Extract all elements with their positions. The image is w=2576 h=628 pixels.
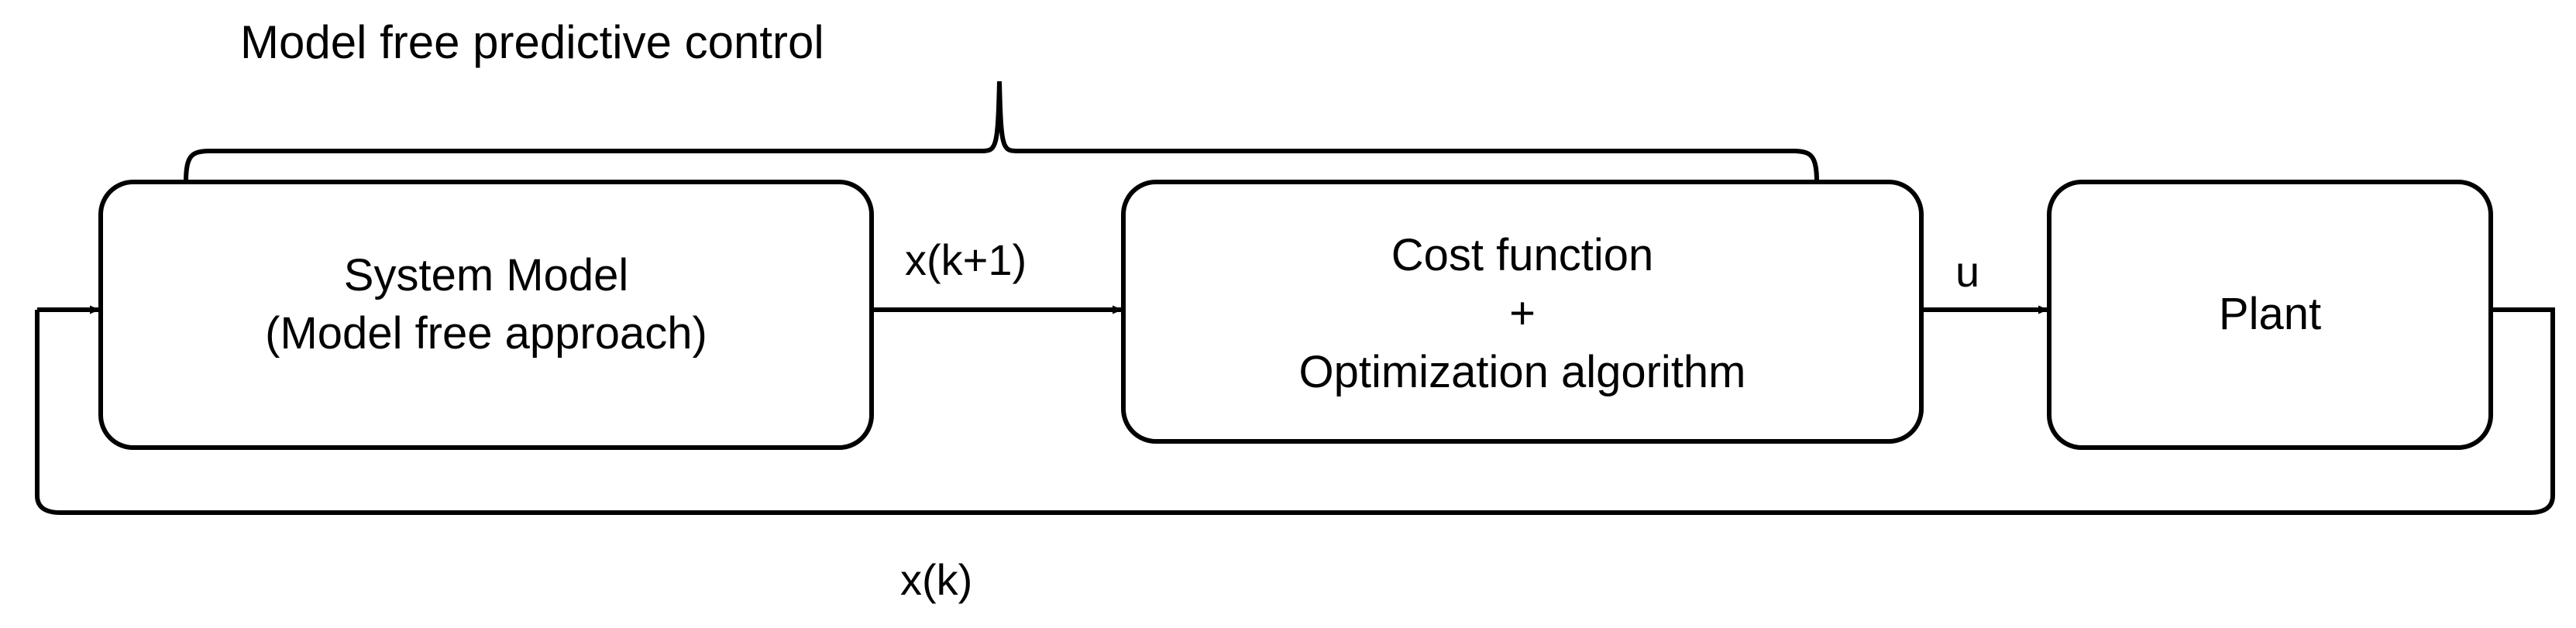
signal-label-x-k: x(k) — [900, 555, 973, 604]
block-plant-label: Plant — [2218, 289, 2322, 339]
feedback-path-x-k — [35, 305, 2555, 515]
scope-brace — [184, 81, 1819, 184]
brace-title-label: Model free predictive control — [240, 16, 824, 68]
block-system-model[interactable] — [98, 180, 874, 450]
block-system-model-label: System Model (Model free approach) — [265, 250, 707, 359]
signal-label-x-k-plus-1: x(k+1) — [905, 235, 1027, 284]
block-plant[interactable] — [2047, 180, 2493, 450]
signal-label-u: u — [1955, 247, 1980, 296]
block-cost-optimization-label: Cost function + Optimization algorithm — [1298, 230, 1746, 397]
